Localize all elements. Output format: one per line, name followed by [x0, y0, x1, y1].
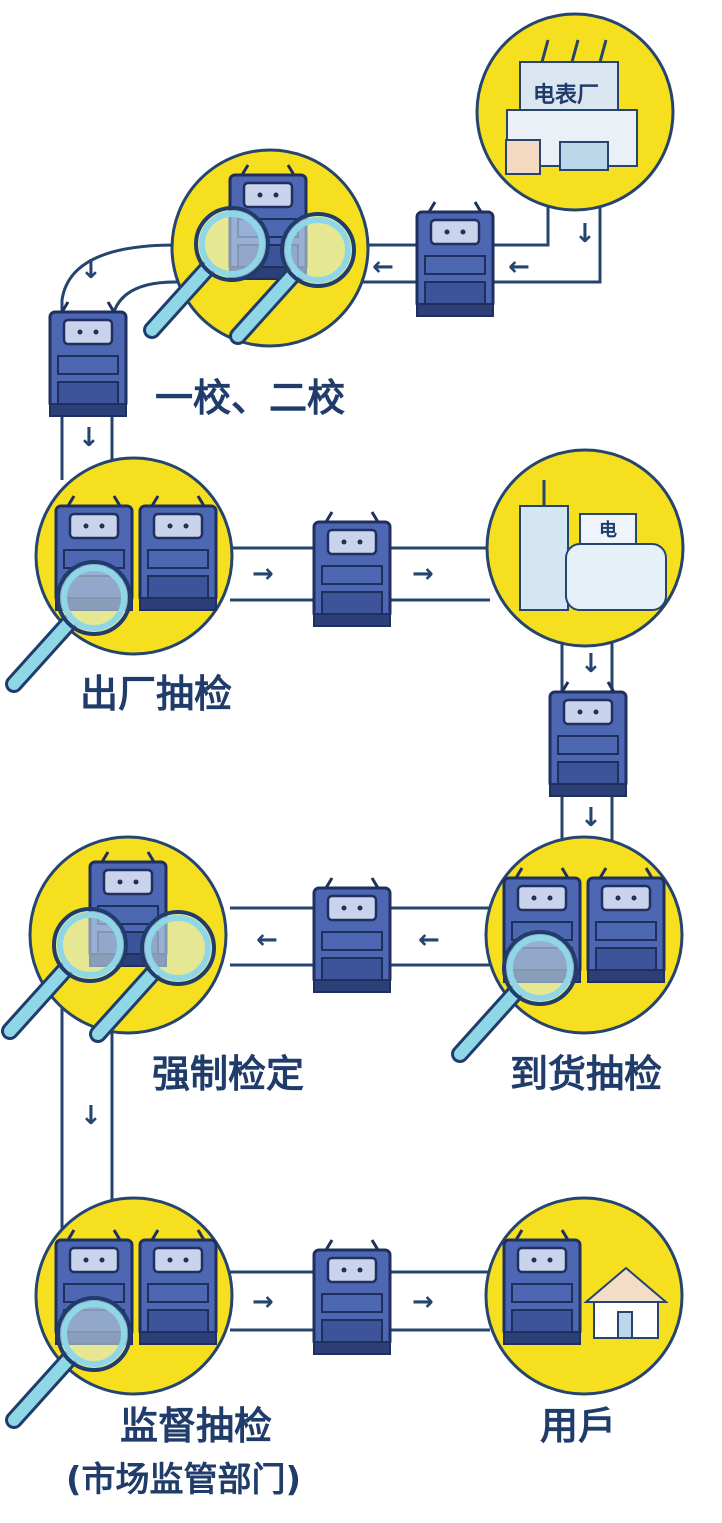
supervision-sampling-label: 监督抽检 — [120, 1404, 273, 1448]
supervision-sampling-node — [14, 1196, 234, 1420]
arrow-right-icon: → — [252, 1287, 274, 1317]
user-node — [484, 1196, 684, 1396]
arrow-right-icon: → — [412, 1287, 434, 1317]
magnifier-icon — [14, 1298, 130, 1420]
arrow-right-icon: → — [412, 559, 434, 589]
arrival-sampling-node — [460, 835, 684, 1054]
arrival-sampling-label: 到货抽检 — [510, 1052, 663, 1096]
meter-icon — [48, 300, 128, 418]
meter-icon — [548, 680, 628, 798]
flow-arrows: ↓ ← ← ↓ ↓ → → ↓ ↓ ← ← ↓ → → — [78, 219, 602, 1317]
arrow-left-icon: ← — [418, 925, 440, 955]
arrow-down-icon: ↓ — [580, 649, 602, 679]
meter-icon — [312, 1238, 392, 1356]
meter-icon — [415, 200, 495, 318]
factory-sign: 电表厂 — [533, 83, 599, 108]
arrow-right-icon: → — [252, 559, 274, 589]
calibration-label: 一校、二校 — [155, 376, 346, 420]
transit-meters — [48, 200, 628, 1356]
arrow-down-icon: ↓ — [80, 1101, 102, 1131]
house-icon — [583, 1266, 669, 1339]
utility-node: 电 — [485, 448, 685, 648]
arrow-left-icon: ← — [372, 252, 394, 282]
utility-sign: 电 — [599, 519, 617, 541]
calibration-node — [152, 148, 370, 348]
meter-icon — [138, 494, 218, 612]
factory-sampling-node — [14, 456, 234, 684]
arrow-down-icon: ↓ — [80, 255, 102, 285]
meter-icon — [312, 876, 392, 994]
magnifier-icon — [460, 932, 576, 1054]
supervision-sampling-sublabel: (市场监管部门) — [66, 1460, 302, 1500]
meter-icon — [138, 1228, 218, 1346]
factory-sampling-label: 出厂抽检 — [80, 672, 233, 716]
magnifier-icon — [14, 562, 130, 684]
factory-node: 电表厂 — [475, 12, 675, 212]
arrow-left-icon: ← — [508, 252, 530, 282]
flow-pipes — [60, 205, 614, 1332]
arrow-down-icon: ↓ — [580, 803, 602, 833]
arrow-down-icon: ↓ — [78, 423, 100, 453]
arrow-left-icon: ← — [256, 925, 278, 955]
meter-icon — [502, 1228, 582, 1346]
mandatory-verification-node — [10, 835, 228, 1034]
user-label: 用戶 — [540, 1404, 617, 1448]
mandatory-verification-label: 强制检定 — [152, 1052, 305, 1096]
arrow-down-icon: ↓ — [574, 219, 596, 249]
meter-icon — [586, 866, 666, 984]
meter-icon — [312, 510, 392, 628]
